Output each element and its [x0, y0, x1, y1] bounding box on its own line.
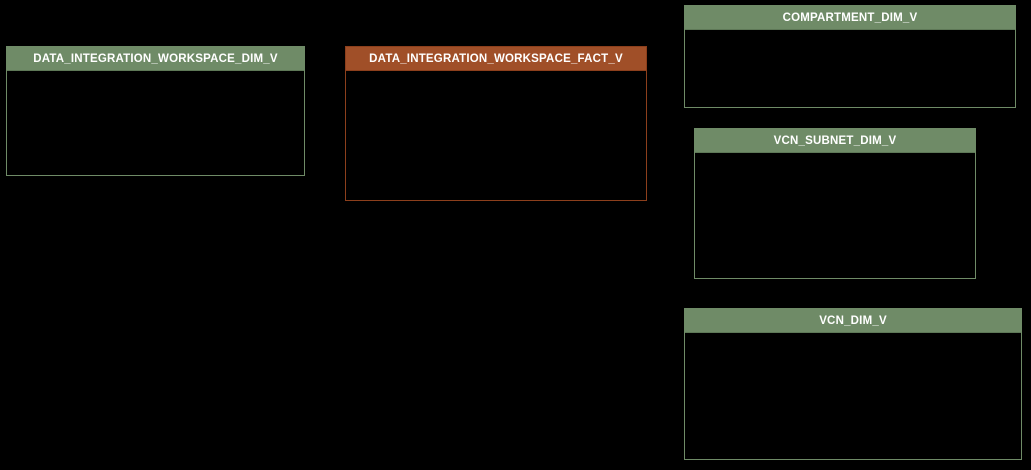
entity-title[interactable]: COMPARTMENT_DIM_V [685, 6, 1015, 30]
entity-body [685, 333, 1021, 459]
entity-body [695, 153, 975, 278]
entity-body [7, 71, 304, 175]
entity-body [346, 71, 646, 200]
entity-title[interactable]: VCN_SUBNET_DIM_V [695, 129, 975, 153]
entity-title[interactable]: DATA_INTEGRATION_WORKSPACE_FACT_V [346, 47, 646, 71]
entity-title[interactable]: VCN_DIM_V [685, 309, 1021, 333]
entity-data-integration-workspace-fact-v[interactable]: DATA_INTEGRATION_WORKSPACE_FACT_V [345, 46, 647, 201]
entity-body [685, 30, 1015, 107]
entity-vcn-dim-v[interactable]: VCN_DIM_V [684, 308, 1022, 460]
entity-compartment-dim-v[interactable]: COMPARTMENT_DIM_V [684, 5, 1016, 108]
entity-vcn-subnet-dim-v[interactable]: VCN_SUBNET_DIM_V [694, 128, 976, 279]
entity-title[interactable]: DATA_INTEGRATION_WORKSPACE_DIM_V [7, 47, 304, 71]
entity-data-integration-workspace-dim-v[interactable]: DATA_INTEGRATION_WORKSPACE_DIM_V [6, 46, 305, 176]
